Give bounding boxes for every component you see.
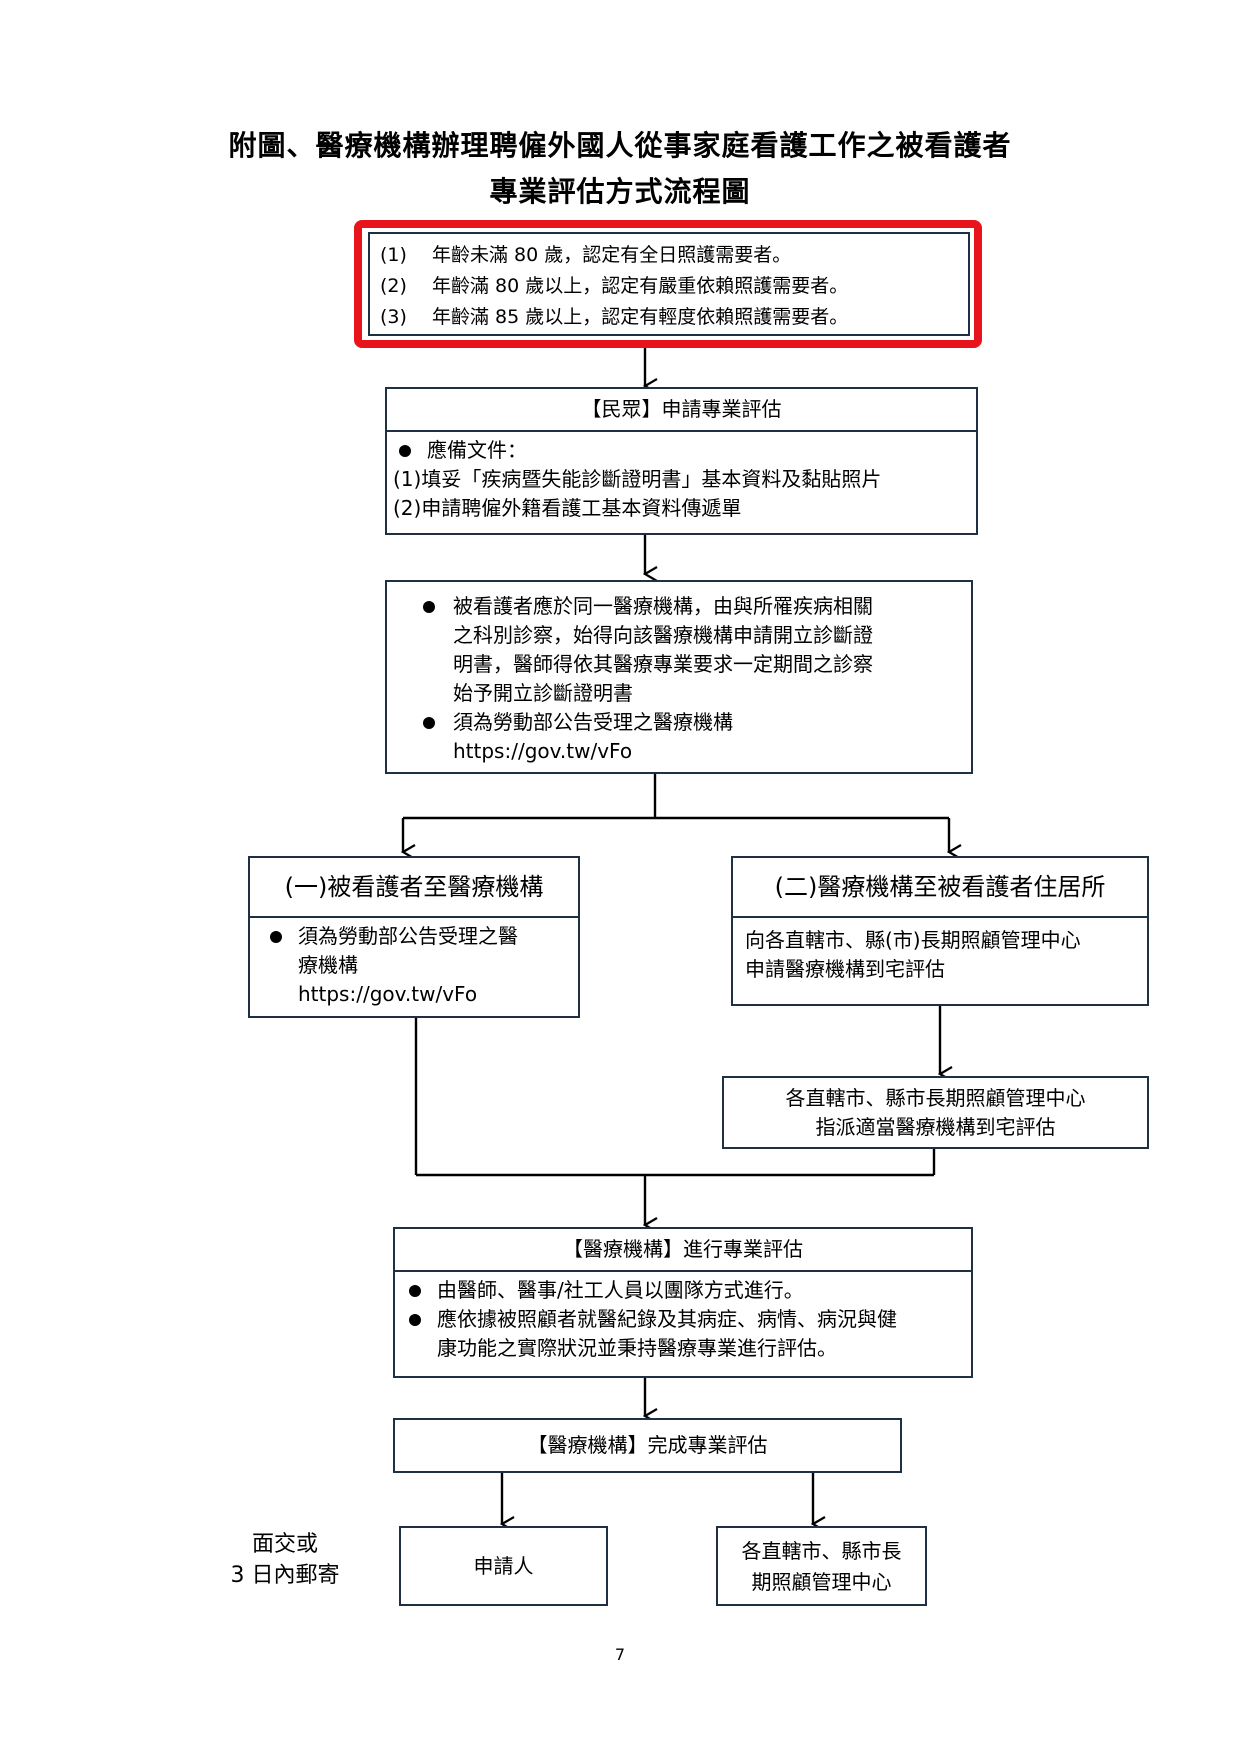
apply-doc-item: (1)填妥「疾病暨失能診斷證明書」基本資料及黏貼照片 [393,467,882,491]
recipient-applicant-box: 申請人 [399,1526,608,1606]
option1-url: https://gov.tw/vFo [298,982,478,1006]
apply-body: 應備文件： (1)填妥「疾病暨失能診斷證明書」基本資料及黏貼照片 (2)申請聘僱… [387,432,976,523]
rules-bullet-1: 被看護者應於同一醫療機構，由與所罹疾病相關 之科別診察，始得向該醫療機構申請開立… [417,592,951,708]
assess-bullet-1: 由醫師、醫事/社工人員以團隊方式進行。 [403,1276,963,1305]
rules-box: 被看護者應於同一醫療機構，由與所罹疾病相關 之科別診察，始得向該醫療機構申請開立… [385,580,973,774]
apply-doc-item: (2)申請聘僱外籍看護工基本資料傳遞單 [393,496,742,520]
assess-body: 由醫師、醫事/社工人員以團隊方式進行。 應依據被照顧者就醫紀錄及其病症、病情、病… [395,1272,971,1363]
page-title-line2: 專業評估方式流程圖 [489,175,751,208]
complete-box: 【醫療機構】完成專業評估 [393,1418,902,1473]
apply-docs-label: 應備文件： [393,436,968,465]
option1-header: (一)被看護者至醫療機構 [250,858,578,918]
apply-header: 【民眾】申請專業評估 [387,389,976,432]
option1-bullet: 須為勞動部公告受理之醫 療機構 https://gov.tw/vFo [264,922,572,1009]
option2-body: 向各直轄市、縣(市)長期照顧管理中心 申請醫療機構到宅評估 [745,928,1081,981]
rules-url: https://gov.tw/vFo [453,739,633,763]
criteria-item: (1)年齡未滿 80 歲，認定有全日照護需要者。 [380,244,792,266]
apply-box: 【民眾】申請專業評估 應備文件： (1)填妥「疾病暨失能診斷證明書」基本資料及黏… [385,387,978,535]
criteria-item: (3)年齡滿 85 歲以上，認定有輕度依賴照護需要者。 [380,306,849,328]
criteria-highlight: (1)年齡未滿 80 歲，認定有全日照護需要者。 (2)年齡滿 80 歲以上，認… [354,220,982,348]
rules-bullet-2: 須為勞動部公告受理之醫療機構 https://gov.tw/vFo [417,708,951,766]
dispatch-box: 各直轄市、縣市長期照顧管理中心 指派適當醫療機構到宅評估 [722,1076,1149,1149]
recipient-center-box: 各直轄市、縣市長 期照顧管理中心 [716,1526,927,1606]
delivery-note: 面交或 3 日內郵寄 [230,1532,340,1588]
assess-box: 【醫療機構】進行專業評估 由醫師、醫事/社工人員以團隊方式進行。 應依據被照顧者… [393,1227,973,1378]
criteria-item: (2)年齡滿 80 歲以上，認定有嚴重依賴照護需要者。 [380,275,849,297]
option2-header: (二)醫療機構至被看護者住居所 [733,858,1147,918]
assess-bullet-2: 應依據被照顧者就醫紀錄及其病症、病情、病況與健 康功能之實際狀況並秉持醫療專業進… [403,1305,963,1363]
criteria-box: (1)年齡未滿 80 歲，認定有全日照護需要者。 (2)年齡滿 80 歲以上，認… [368,232,970,336]
page-title-line1: 附圖、醫療機構辦理聘僱外國人從事家庭看護工作之被看護者 [228,129,1012,162]
option1-box: (一)被看護者至醫療機構 須為勞動部公告受理之醫 療機構 https://gov… [248,856,580,1018]
page-number: 7 [614,1645,626,1664]
option2-box: (二)醫療機構至被看護者住居所 向各直轄市、縣(市)長期照顧管理中心 申請醫療機… [731,856,1149,1006]
assess-header: 【醫療機構】進行專業評估 [395,1229,971,1272]
